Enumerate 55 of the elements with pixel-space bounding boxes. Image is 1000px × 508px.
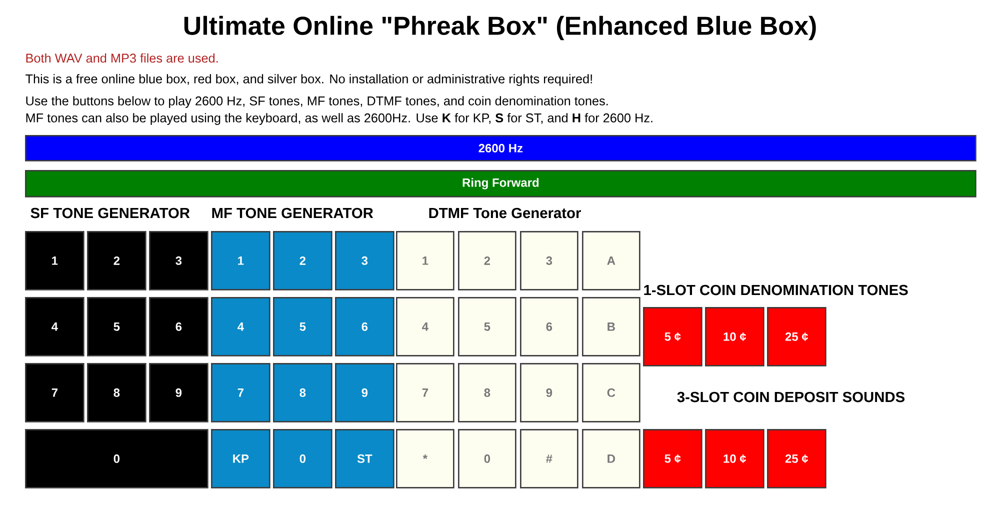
key-button: 9 xyxy=(149,363,208,422)
key-button: 4 xyxy=(25,297,84,356)
coin-button: 10 ¢ xyxy=(705,307,764,366)
key-button: A xyxy=(582,231,640,290)
instructions-text: Use the buttons below to play 2600 Hz, SF tones, MF tones, DTMF tones, and coin denomination tones. xyxy=(26,96,608,108)
key-button: 9 xyxy=(335,363,394,422)
key-button: 6 xyxy=(335,297,394,356)
key-button: B xyxy=(582,297,640,356)
coin-button: 5 ¢ xyxy=(643,307,702,366)
page-title: Ultimate Online "Phreak Box" (Enhanced Blue Box) xyxy=(184,16,816,40)
key-button: 8 xyxy=(87,363,146,422)
key-button: 4 xyxy=(396,297,454,356)
key-button: 9 xyxy=(520,363,578,422)
key-button: 1 xyxy=(25,231,84,290)
key-button: 3 xyxy=(149,231,208,290)
bar-button: 2600 Hz xyxy=(25,135,976,162)
coin-button: 10 ¢ xyxy=(705,429,764,488)
key-button: 2 xyxy=(87,231,146,290)
key-button: 5 xyxy=(87,297,146,356)
intro-text: This is a free online blue box, red box, and silver box. No installation or administrative rights required! xyxy=(26,74,592,86)
key-button: KP xyxy=(211,429,270,488)
key-button: 5 xyxy=(458,297,516,356)
key-button: 7 xyxy=(211,363,270,422)
bar-button: Ring Forward xyxy=(25,170,976,198)
key-button: 0 xyxy=(25,429,208,488)
notice-text: Both WAV and MP3 files are used. xyxy=(26,53,218,63)
coin-button: 25 ¢ xyxy=(767,429,826,488)
key-button: 8 xyxy=(273,363,332,422)
key-button: 3 xyxy=(335,231,394,290)
key-button: 0 xyxy=(273,429,332,488)
key-button: 2 xyxy=(273,231,332,290)
key-button: 7 xyxy=(25,363,84,422)
key-button: 6 xyxy=(149,297,208,356)
key-button: 4 xyxy=(211,297,270,356)
section-heading: SF TONE GENERATOR xyxy=(30,208,190,218)
section-heading: 3-SLOT COIN DEPOSIT SOUNDS xyxy=(677,392,904,402)
key-button: 1 xyxy=(396,231,454,290)
section-heading: DTMF Tone Generator xyxy=(429,208,581,218)
section-heading: 1-SLOT COIN DENOMINATION TONES xyxy=(644,284,908,296)
key-button: 0 xyxy=(458,429,516,488)
key-button: * xyxy=(396,429,454,488)
key-button: 6 xyxy=(520,297,578,356)
key-button: 8 xyxy=(458,363,516,422)
key-button: 7 xyxy=(396,363,454,422)
coin-button: 5 ¢ xyxy=(643,429,702,488)
key-button: ST xyxy=(335,429,394,488)
key-button: 2 xyxy=(458,231,516,290)
key-button: # xyxy=(520,429,578,488)
section-heading: MF TONE GENERATOR xyxy=(212,208,374,218)
coin-button: 25 ¢ xyxy=(767,307,826,366)
key-button: 3 xyxy=(520,231,578,290)
key-button: 5 xyxy=(273,297,332,356)
key-button: D xyxy=(582,429,640,488)
key-button: C xyxy=(582,363,640,422)
key-button: 1 xyxy=(211,231,270,290)
